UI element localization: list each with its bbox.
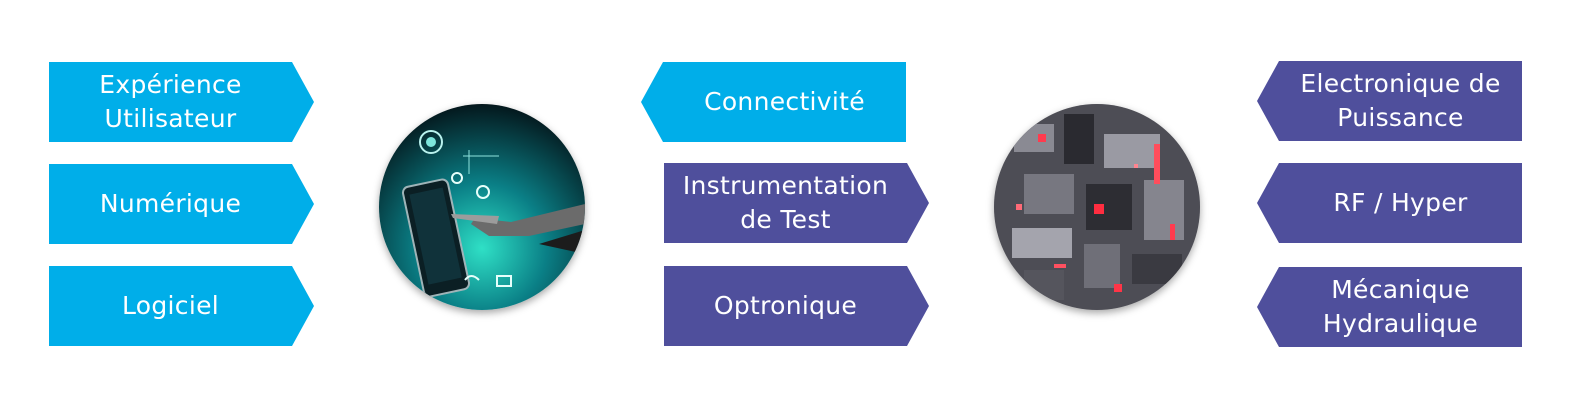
tag-connectivite: Connectivité xyxy=(641,62,906,142)
touchscreen-phone-image xyxy=(379,104,585,310)
tag-label: Instrumentation de Test xyxy=(682,171,889,234)
tag-label: Expérience Utilisateur xyxy=(99,70,242,133)
circuit-board-image xyxy=(994,104,1200,310)
tag-numerique: Numérique xyxy=(49,164,314,244)
tag-logiciel: Logiciel xyxy=(49,266,314,346)
tag-instrumentation-de-test: Instrumentation de Test xyxy=(664,163,929,243)
tag-label: Connectivité xyxy=(704,87,865,116)
tag-label: Optronique xyxy=(713,291,858,320)
tag-mecanique-hydraulique: Mécanique Hydraulique xyxy=(1257,267,1522,347)
tag-label: Mécanique Hydraulique xyxy=(1322,275,1479,338)
tag-electronique-de-puissance: Electronique de Puissance xyxy=(1257,61,1522,141)
tag-label: Logiciel xyxy=(121,291,220,320)
tag-label: Numérique xyxy=(99,189,242,218)
tag-rf-hyper: RF / Hyper xyxy=(1257,163,1522,243)
tag-label: RF / Hyper xyxy=(1333,188,1468,217)
tag-optronique: Optronique xyxy=(664,266,929,346)
tag-label: Electronique de Puissance xyxy=(1300,69,1501,132)
tag-experience-utilisateur: Expérience Utilisateur xyxy=(49,62,314,142)
